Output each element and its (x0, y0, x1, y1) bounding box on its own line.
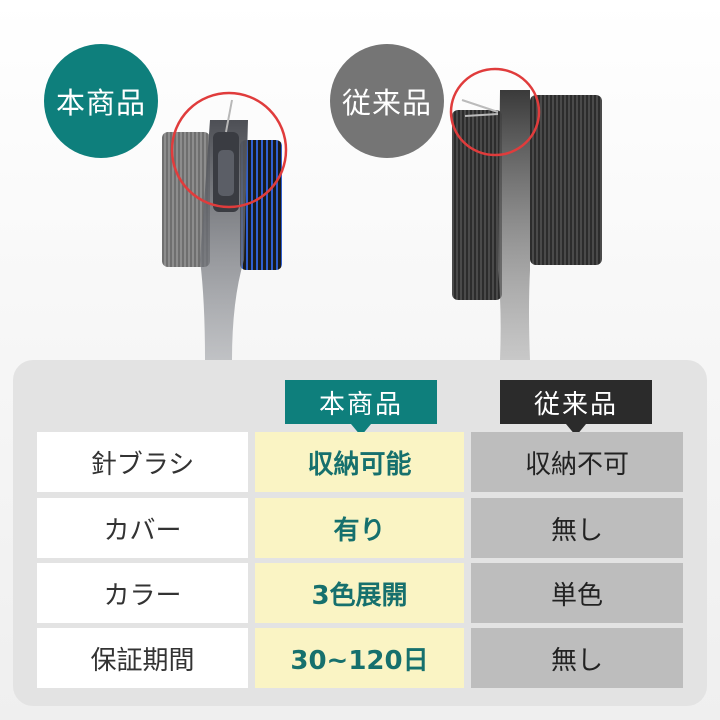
row-old-cell: 収納不可 (471, 432, 683, 492)
row-feature-cell: 保証期間 (37, 628, 248, 688)
new-product-brush (162, 91, 288, 360)
column-header-old: 従来品 (500, 380, 652, 436)
row-new-cell: 収納可能 (255, 432, 464, 492)
row-new-cell: 30~120日 (255, 628, 464, 688)
row-new-cell: 有り (255, 498, 464, 558)
column-header-new: 本商品 (285, 380, 437, 436)
row-new-cell: 3色展開 (255, 563, 464, 623)
old-product-badge: 従来品 (330, 44, 444, 158)
row-old-cell: 単色 (471, 563, 683, 623)
row-feature-cell: カラー (37, 563, 248, 623)
column-header-old-label: 従来品 (533, 389, 618, 420)
column-header-new-label: 本商品 (318, 389, 403, 420)
row-feature-cell: カバー (37, 498, 248, 558)
row-old-cell: 無し (471, 498, 683, 558)
row-feature-cell: 針ブラシ (37, 432, 248, 492)
new-product-badge: 本商品 (44, 44, 158, 158)
row-old-cell: 無し (471, 628, 683, 688)
old-product-brush (449, 67, 602, 360)
product-photos (162, 67, 602, 360)
